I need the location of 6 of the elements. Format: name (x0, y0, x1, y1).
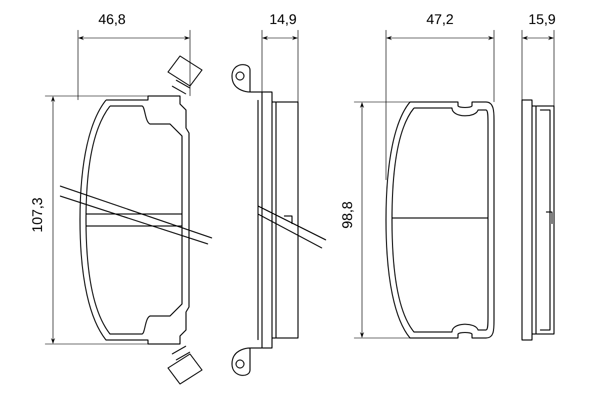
dimension-label: 14,9 (270, 14, 296, 26)
dimension-label: 47,2 (426, 14, 453, 26)
dimension-label: 46,8 (98, 14, 126, 26)
dimension-label: 107,3 (32, 198, 44, 232)
dimension-label: 98,8 (342, 202, 354, 228)
dimension-label: 15,9 (529, 14, 555, 26)
